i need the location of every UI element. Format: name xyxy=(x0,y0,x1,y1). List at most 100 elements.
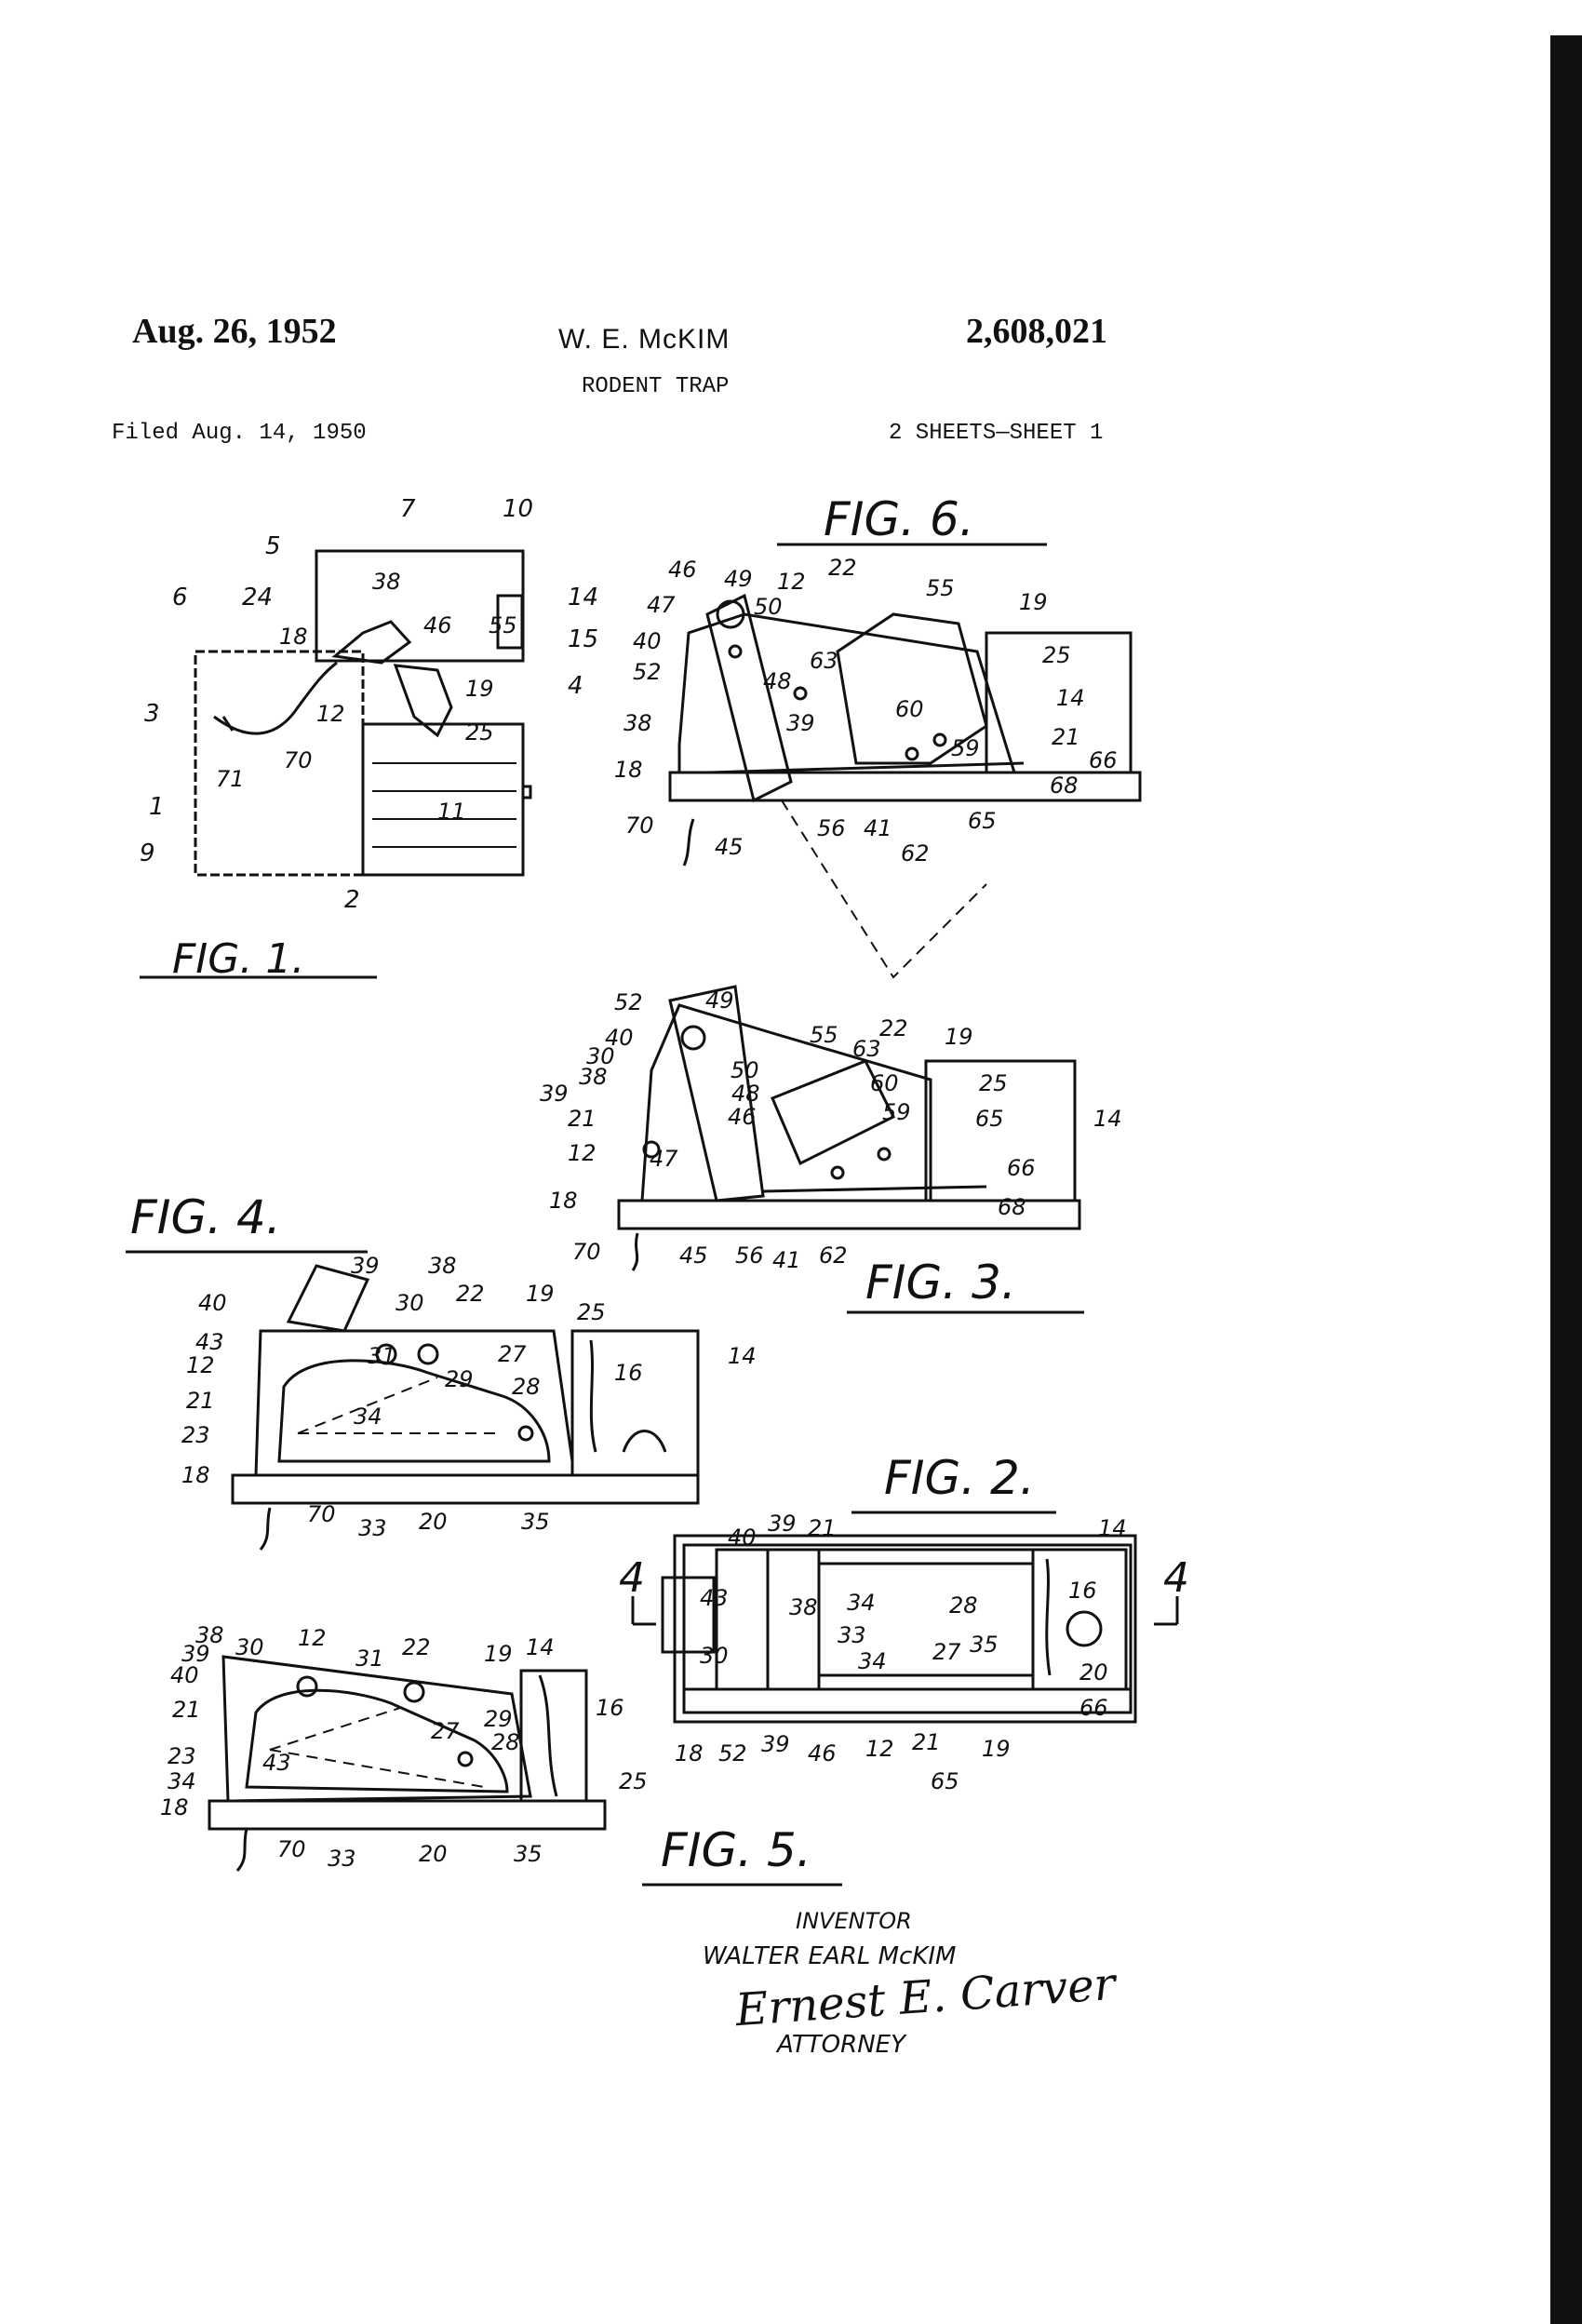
fig1-ref-46: 46 xyxy=(423,612,452,638)
fig2-ref-16: 16 xyxy=(1068,1578,1097,1604)
fig5-ref-16: 16 xyxy=(596,1695,624,1721)
figure-5-drawing xyxy=(208,1655,607,1872)
fig2-ref-21b: 21 xyxy=(912,1729,941,1755)
fig1-ref-14: 14 xyxy=(568,584,598,611)
fig6-ref-46: 46 xyxy=(668,557,697,583)
fig4-ref-35: 35 xyxy=(521,1509,550,1535)
fig2-ref-12: 12 xyxy=(865,1736,894,1762)
fig4-ref-12: 12 xyxy=(186,1352,215,1378)
fig1-ref-55: 55 xyxy=(489,612,517,638)
fig6-ref-18: 18 xyxy=(614,757,643,783)
fig1-ref-70: 70 xyxy=(284,747,313,773)
fig2-ref-21: 21 xyxy=(808,1515,837,1541)
fig3-ref-25: 25 xyxy=(979,1070,1008,1096)
fig3-ref-48: 48 xyxy=(731,1081,760,1107)
fig4-ref-25: 25 xyxy=(577,1299,606,1325)
patent-title: RODENT TRAP xyxy=(582,374,730,399)
fig4-ref-14: 14 xyxy=(728,1343,757,1369)
figure-3-drawing xyxy=(617,985,1081,1271)
fig5-ref-34: 34 xyxy=(168,1768,196,1794)
fig6-ref-39: 39 xyxy=(786,710,815,736)
fig1-ref-4: 4 xyxy=(568,672,583,700)
fig3-ref-19: 19 xyxy=(945,1024,973,1050)
figure-1-label: FIG. 1. xyxy=(172,935,304,983)
fig6-ref-50: 50 xyxy=(754,594,783,620)
fig2-ref-28: 28 xyxy=(949,1592,978,1619)
fig4-ref-38: 38 xyxy=(428,1253,457,1279)
fig1-ref-1: 1 xyxy=(149,793,165,821)
fig6-ref-25: 25 xyxy=(1042,642,1071,668)
fig5-ref-28: 28 xyxy=(491,1729,520,1755)
fig6-ref-70: 70 xyxy=(625,813,654,839)
fig5-ref-30: 30 xyxy=(235,1634,264,1660)
fig2-ref-39: 39 xyxy=(768,1511,797,1537)
fig6-ref-68: 68 xyxy=(1050,772,1079,799)
fig5-ref-25: 25 xyxy=(619,1768,648,1794)
fig2-ref-43: 43 xyxy=(700,1585,729,1611)
fig4-ref-33: 33 xyxy=(358,1515,387,1541)
fig4-ref-16: 16 xyxy=(614,1360,643,1386)
inventor-short-name: W. E. McKIM xyxy=(558,324,731,355)
fig1-ref-24: 24 xyxy=(242,584,273,611)
fig4-ref-20: 20 xyxy=(419,1509,448,1535)
fig2-ref-35: 35 xyxy=(970,1632,999,1658)
fig6-ref-45: 45 xyxy=(715,834,744,860)
fig2-ref-27: 27 xyxy=(932,1639,961,1665)
fig2-ref-14: 14 xyxy=(1098,1515,1127,1541)
fig5-ref-12: 12 xyxy=(298,1625,327,1651)
fig5-ref-39: 39 xyxy=(181,1641,210,1667)
fig3-ref-47: 47 xyxy=(650,1146,678,1172)
fig1-ref-11: 11 xyxy=(437,799,466,825)
fig3-ref-30: 30 xyxy=(586,1043,615,1069)
fig4-ref-30: 30 xyxy=(396,1290,424,1316)
fig6-ref-60: 60 xyxy=(895,696,924,722)
fig4-ref-29: 29 xyxy=(445,1366,474,1392)
fig4-ref-43: 43 xyxy=(195,1329,224,1355)
fig2-ref-46: 46 xyxy=(808,1740,837,1767)
figure-6-drawing xyxy=(668,593,1142,979)
fig5-ref-33: 33 xyxy=(328,1846,356,1872)
fig5-ref-21: 21 xyxy=(172,1697,201,1723)
fig4-ref-21: 21 xyxy=(186,1388,215,1414)
fig6-ref-12: 12 xyxy=(777,569,806,595)
fig4-ref-19: 19 xyxy=(526,1281,555,1307)
fig4-ref-18: 18 xyxy=(181,1462,210,1488)
fig2-ref-66: 66 xyxy=(1079,1695,1108,1721)
fig3-ref-63: 63 xyxy=(852,1036,881,1062)
fig6-ref-55: 55 xyxy=(926,575,955,601)
fig6-ref-59: 59 xyxy=(951,735,980,761)
fig5-ref-70: 70 xyxy=(277,1836,306,1862)
fig2-ref-39b: 39 xyxy=(761,1731,790,1757)
fig6-ref-38: 38 xyxy=(623,710,652,736)
fig3-ref-59: 59 xyxy=(882,1099,911,1125)
fig5-ref-23: 23 xyxy=(168,1743,196,1769)
figure-4-label: FIG. 4. xyxy=(130,1190,281,1244)
fig6-ref-21: 21 xyxy=(1052,724,1080,750)
inventor-full-name: WALTER EARL McKIM xyxy=(703,1942,956,1970)
fig2-ref-20: 20 xyxy=(1079,1659,1108,1686)
figure-4-drawing xyxy=(231,1264,700,1551)
fig1-ref-18: 18 xyxy=(279,624,308,650)
fig3-ref-65: 65 xyxy=(975,1106,1004,1132)
fig3-ref-45: 45 xyxy=(679,1243,708,1269)
fig5-ref-31: 31 xyxy=(355,1646,384,1672)
fig6-ref-49: 49 xyxy=(724,566,753,592)
fig2-ref-65: 65 xyxy=(931,1768,959,1794)
fig3-ref-14: 14 xyxy=(1093,1106,1122,1132)
fig3-ref-66: 66 xyxy=(1007,1155,1036,1181)
fig3-ref-41: 41 xyxy=(772,1247,801,1273)
fig1-ref-3: 3 xyxy=(144,700,160,728)
fig5-ref-22: 22 xyxy=(402,1634,431,1660)
fig1-ref-25: 25 xyxy=(465,719,494,746)
fig1-ref-19: 19 xyxy=(465,676,494,702)
fig6-ref-14: 14 xyxy=(1056,685,1085,711)
fig4-ref-39: 39 xyxy=(351,1253,380,1279)
figure-2-drawing xyxy=(631,1534,1179,1724)
fig1-ref-38: 38 xyxy=(372,569,401,595)
fig3-ref-38: 38 xyxy=(579,1064,608,1090)
fig1-ref-7: 7 xyxy=(400,495,416,523)
fig3-ref-56: 56 xyxy=(735,1243,764,1269)
fig1-ref-6: 6 xyxy=(172,584,188,611)
fig6-ref-63: 63 xyxy=(810,648,838,674)
fig4-ref-23: 23 xyxy=(181,1422,210,1448)
